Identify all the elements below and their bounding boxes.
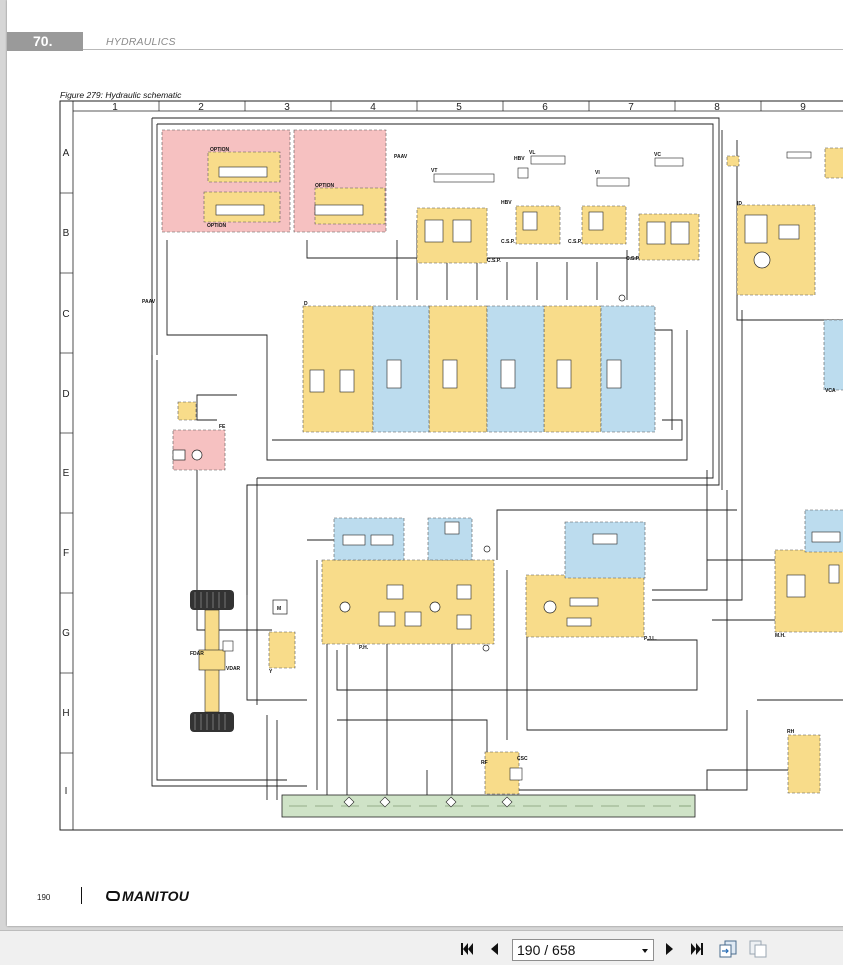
zoom-page-icon (749, 940, 767, 957)
fdar-label: FDAR (190, 651, 204, 657)
manitou-logo-text: MANITOU (122, 888, 190, 904)
previous-page-button[interactable] (484, 931, 504, 965)
column-label: 2 (198, 102, 204, 113)
mh-label: M.H. (775, 633, 786, 639)
last-page-icon (691, 942, 703, 955)
hydraulic-tank (281, 794, 696, 818)
fe-label: FE (219, 424, 226, 430)
valve-symbols (215, 166, 841, 781)
chevron-down-icon (642, 949, 648, 953)
ph-label: P.H. (359, 645, 369, 651)
csp-label: C.S.P. (501, 239, 515, 245)
vl-label: VL (529, 150, 535, 156)
d-label: D (304, 301, 308, 307)
manitou-logo-mark-icon (104, 891, 122, 901)
blue-zones (333, 305, 843, 579)
option-label: OPTION (207, 223, 227, 229)
header-rule (83, 49, 843, 50)
last-page-button[interactable] (686, 931, 708, 965)
manitou-logo: MANITOU (104, 888, 190, 904)
footer-divider (81, 887, 82, 904)
paav-label: PAAV (394, 154, 408, 160)
viewer-toolbar: 190 / 658 (0, 930, 843, 965)
hydraulic-schematic: 1 2 3 4 5 6 7 8 9 A B (59, 100, 843, 831)
document-viewport[interactable]: 70. HYDRAULICS Figure 279: Hydraulic sch… (0, 0, 843, 930)
csc-label: CSC (517, 756, 528, 762)
figure-caption: Figure 279: Hydraulic schematic (60, 90, 182, 100)
rh-label: RH (787, 729, 795, 735)
paav-label: PAAV (142, 299, 156, 305)
page-number-select[interactable]: 190 / 658 (512, 939, 654, 961)
column-label: 4 (370, 102, 376, 113)
vi-label: VI (595, 170, 600, 176)
row-label: G (62, 628, 70, 639)
row-label: H (62, 708, 69, 719)
axle-assembly (190, 590, 234, 732)
hbv-label: HBV (501, 200, 512, 206)
hbv-label: HBV (514, 156, 525, 162)
component-labels: OPTION OPTION OPTION PAAV PAAV VT HBV HB… (142, 147, 836, 766)
option-label: OPTION (210, 147, 230, 153)
vc-label: VC (654, 152, 661, 158)
page-number-select-value: 190 / 658 (517, 942, 576, 958)
pump-symbols (172, 251, 771, 652)
previous-page-icon (491, 942, 498, 955)
cylinder-symbols (433, 151, 812, 187)
chapter-title: HYDRAULICS (106, 36, 176, 48)
csp-label: C.S.P. (568, 239, 582, 245)
column-label: 6 (542, 102, 548, 113)
column-label: 9 (800, 102, 806, 113)
chapter-number-tab: 70. (7, 32, 83, 51)
column-label: 3 (284, 102, 290, 113)
vt-label: VT (431, 168, 437, 174)
column-label: 5 (456, 102, 462, 113)
m-label: M (277, 606, 281, 612)
column-label: 8 (714, 102, 720, 113)
first-page-icon (461, 942, 473, 955)
document-page: 70. HYDRAULICS Figure 279: Hydraulic sch… (7, 0, 843, 926)
column-grid: 1 2 3 4 5 6 7 8 9 (112, 101, 806, 113)
row-label: A (63, 148, 70, 159)
csp-label: C.S.P. (487, 258, 501, 264)
vca-label: VCA (825, 388, 836, 394)
first-page-button[interactable] (456, 931, 478, 965)
column-label: 1 (112, 102, 118, 113)
row-label: B (63, 228, 70, 239)
vdar-label: VDAR (226, 666, 241, 672)
schematic-frame (59, 100, 843, 831)
pjl-label: P.J.L. (644, 636, 657, 642)
csp-label: C.S.P. (626, 256, 640, 262)
next-page-button[interactable] (660, 931, 680, 965)
row-label: C (62, 309, 69, 320)
row-label: D (62, 389, 69, 400)
column-label: 7 (628, 102, 634, 113)
zoom-page-button[interactable] (746, 931, 770, 965)
row-label: F (63, 548, 69, 559)
option-label: OPTION (315, 183, 335, 189)
row-label: E (63, 468, 70, 479)
yellow-zones (177, 147, 843, 795)
rf-label: RF (481, 760, 488, 766)
id-label: ID (737, 201, 742, 207)
row-grid: A B C D E F G H I (60, 148, 73, 797)
next-page-icon (666, 942, 673, 955)
y-label: Y (269, 669, 273, 675)
fit-page-button[interactable] (716, 931, 740, 965)
page-number: 190 (37, 893, 51, 902)
fit-page-icon (719, 940, 737, 957)
row-label: I (65, 786, 68, 797)
